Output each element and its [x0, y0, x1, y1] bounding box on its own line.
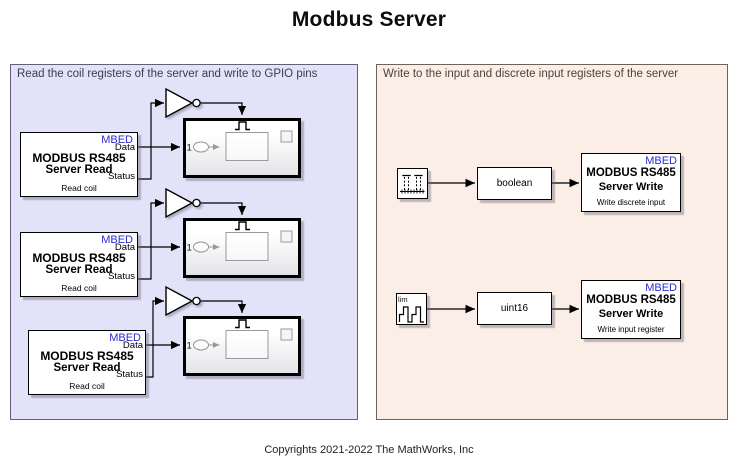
block-subtitle: Write input register [597, 325, 665, 334]
block-subtitle: Write discrete input [596, 198, 666, 207]
modbus-rs485-server-write-block[interactable]: MBED MODBUS RS485 Server Write Write dis… [581, 153, 681, 212]
right-annotation-label: Write to the input and discrete input re… [383, 68, 679, 80]
wire-trigger-1[interactable] [200, 102, 247, 115]
block-name-line2: Server Write [598, 181, 664, 193]
mbed-tag: MBED [645, 155, 677, 167]
block-subtitle: Read coil [61, 183, 97, 193]
wire-trigger-2[interactable] [200, 202, 247, 215]
port-label-status: Status [116, 369, 143, 380]
wire-status-3[interactable] [146, 296, 164, 378]
block-subtitle: Read coil [61, 283, 97, 293]
right-annotation-area: Write to the input and discrete input re… [376, 64, 728, 420]
not-gate-icon[interactable] [165, 187, 201, 219]
block-name-line2: Server Read [45, 164, 113, 176]
mbed-tag: MBED [645, 282, 677, 294]
not-gate-icon[interactable] [165, 285, 201, 317]
triggered-subsystem-block[interactable] [183, 316, 301, 376]
wire-status-2[interactable] [138, 198, 164, 280]
data-type-conversion-block[interactable]: uint16 [477, 292, 552, 325]
block-name-line1: MODBUS RS485 [32, 151, 126, 165]
mbed-tag: MBED [101, 134, 133, 146]
triggered-subsystem-block[interactable] [183, 218, 301, 278]
triggered-subsystem-block[interactable] [183, 118, 301, 178]
left-annotation-label: Read the coil registers of the server an… [17, 68, 318, 80]
block-name-line2: Server Read [53, 362, 121, 374]
block-name-line1: MODBUS RS485 [586, 294, 676, 306]
modbus-rs485-server-read-block[interactable]: MBED Data MODBUS RS485 Server Read Statu… [20, 232, 138, 297]
port-label-data: Data [114, 242, 135, 253]
block-name-line1: MODBUS RS485 [40, 349, 134, 363]
block-name-line1: MODBUS RS485 [586, 167, 676, 179]
discrete-pulse-generator-block[interactable] [397, 168, 428, 199]
data-type-conversion-block[interactable]: boolean [477, 167, 552, 200]
modbus-rs485-server-read-block[interactable]: MBED Data MODBUS RS485 Server Read Statu… [20, 132, 138, 197]
block-name-line2: Server Read [45, 264, 113, 276]
conversion-type-label: boolean [496, 178, 533, 189]
wire-status-1[interactable] [138, 98, 164, 180]
page-title: Modbus Server [291, 8, 447, 31]
counter-limited-block[interactable] [396, 293, 427, 325]
mbed-tag: MBED [101, 234, 133, 246]
block-name-line2: Server Write [598, 308, 664, 320]
wire-trigger-3[interactable] [200, 300, 247, 313]
block-name-line1: MODBUS RS485 [32, 251, 126, 265]
modbus-rs485-server-read-block[interactable]: MBED Data MODBUS RS485 Server Read Statu… [28, 330, 146, 395]
mbed-tag: MBED [109, 332, 141, 344]
block-subtitle: Read coil [69, 381, 105, 391]
port-label-status: Status [108, 171, 135, 182]
port-label-status: Status [108, 271, 135, 282]
not-gate-icon[interactable] [165, 87, 201, 119]
conversion-type-label: uint16 [500, 303, 529, 314]
port-label-data: Data [114, 142, 135, 153]
port-label-data: Data [122, 340, 143, 351]
modbus-rs485-server-write-block[interactable]: MBED MODBUS RS485 Server Write Write inp… [581, 280, 681, 339]
copyright-text: Copyrights 2021-2022 The MathWorks, Inc [264, 444, 474, 456]
